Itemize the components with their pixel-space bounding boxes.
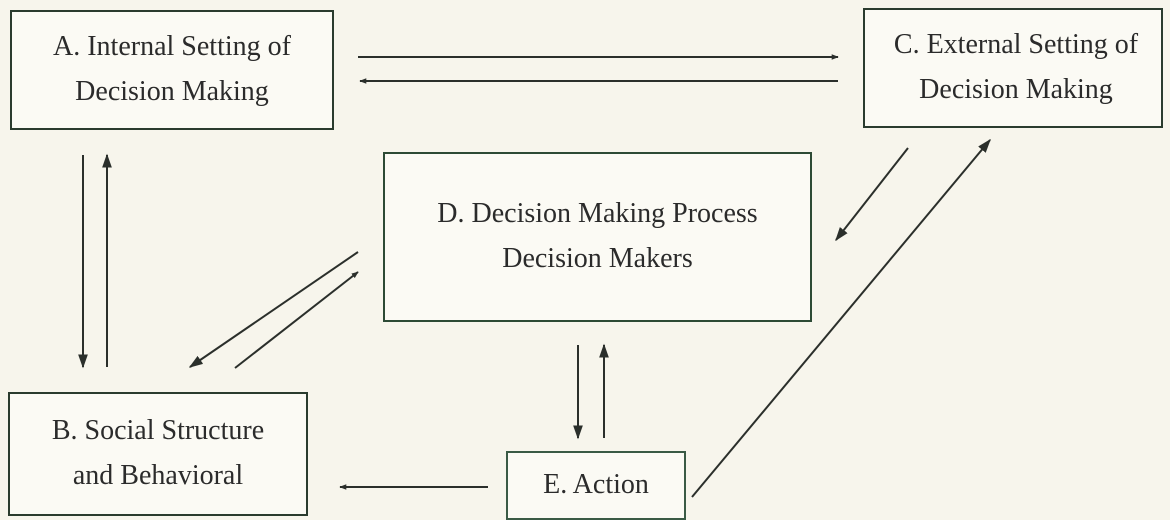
box-action: E. Action	[506, 451, 686, 520]
box-d-line2: Decision Makers	[502, 243, 693, 274]
box-b-line1: B. Social Structure	[51, 415, 265, 447]
box-social-structure: B. Social Structure and Behavioral	[8, 392, 308, 516]
box-internal-setting: A. Internal Setting of Decision Making	[10, 10, 334, 130]
box-c-line1: C. External Setting of	[893, 29, 1139, 61]
box-a-line1: A. Internal Setting of	[53, 31, 291, 63]
box-d-line1: D. Decision Making Process	[437, 198, 758, 230]
arrow-b-to-d	[234, 271, 359, 369]
box-external-setting: C. External Setting of Decision Making	[863, 8, 1163, 128]
arrow-e-to-c	[691, 138, 991, 498]
box-decision-process: D. Decision Making Process Decision Make…	[383, 152, 812, 322]
arrow-d-to-b	[188, 251, 359, 368]
box-e-line1: E. Action	[543, 469, 649, 501]
box-c-line2: Decision Making	[919, 74, 1113, 105]
arrow-c-to-d	[835, 147, 909, 242]
box-a-line2: Decision Making	[75, 76, 269, 107]
box-b-line2: and Behavioral	[72, 460, 244, 491]
